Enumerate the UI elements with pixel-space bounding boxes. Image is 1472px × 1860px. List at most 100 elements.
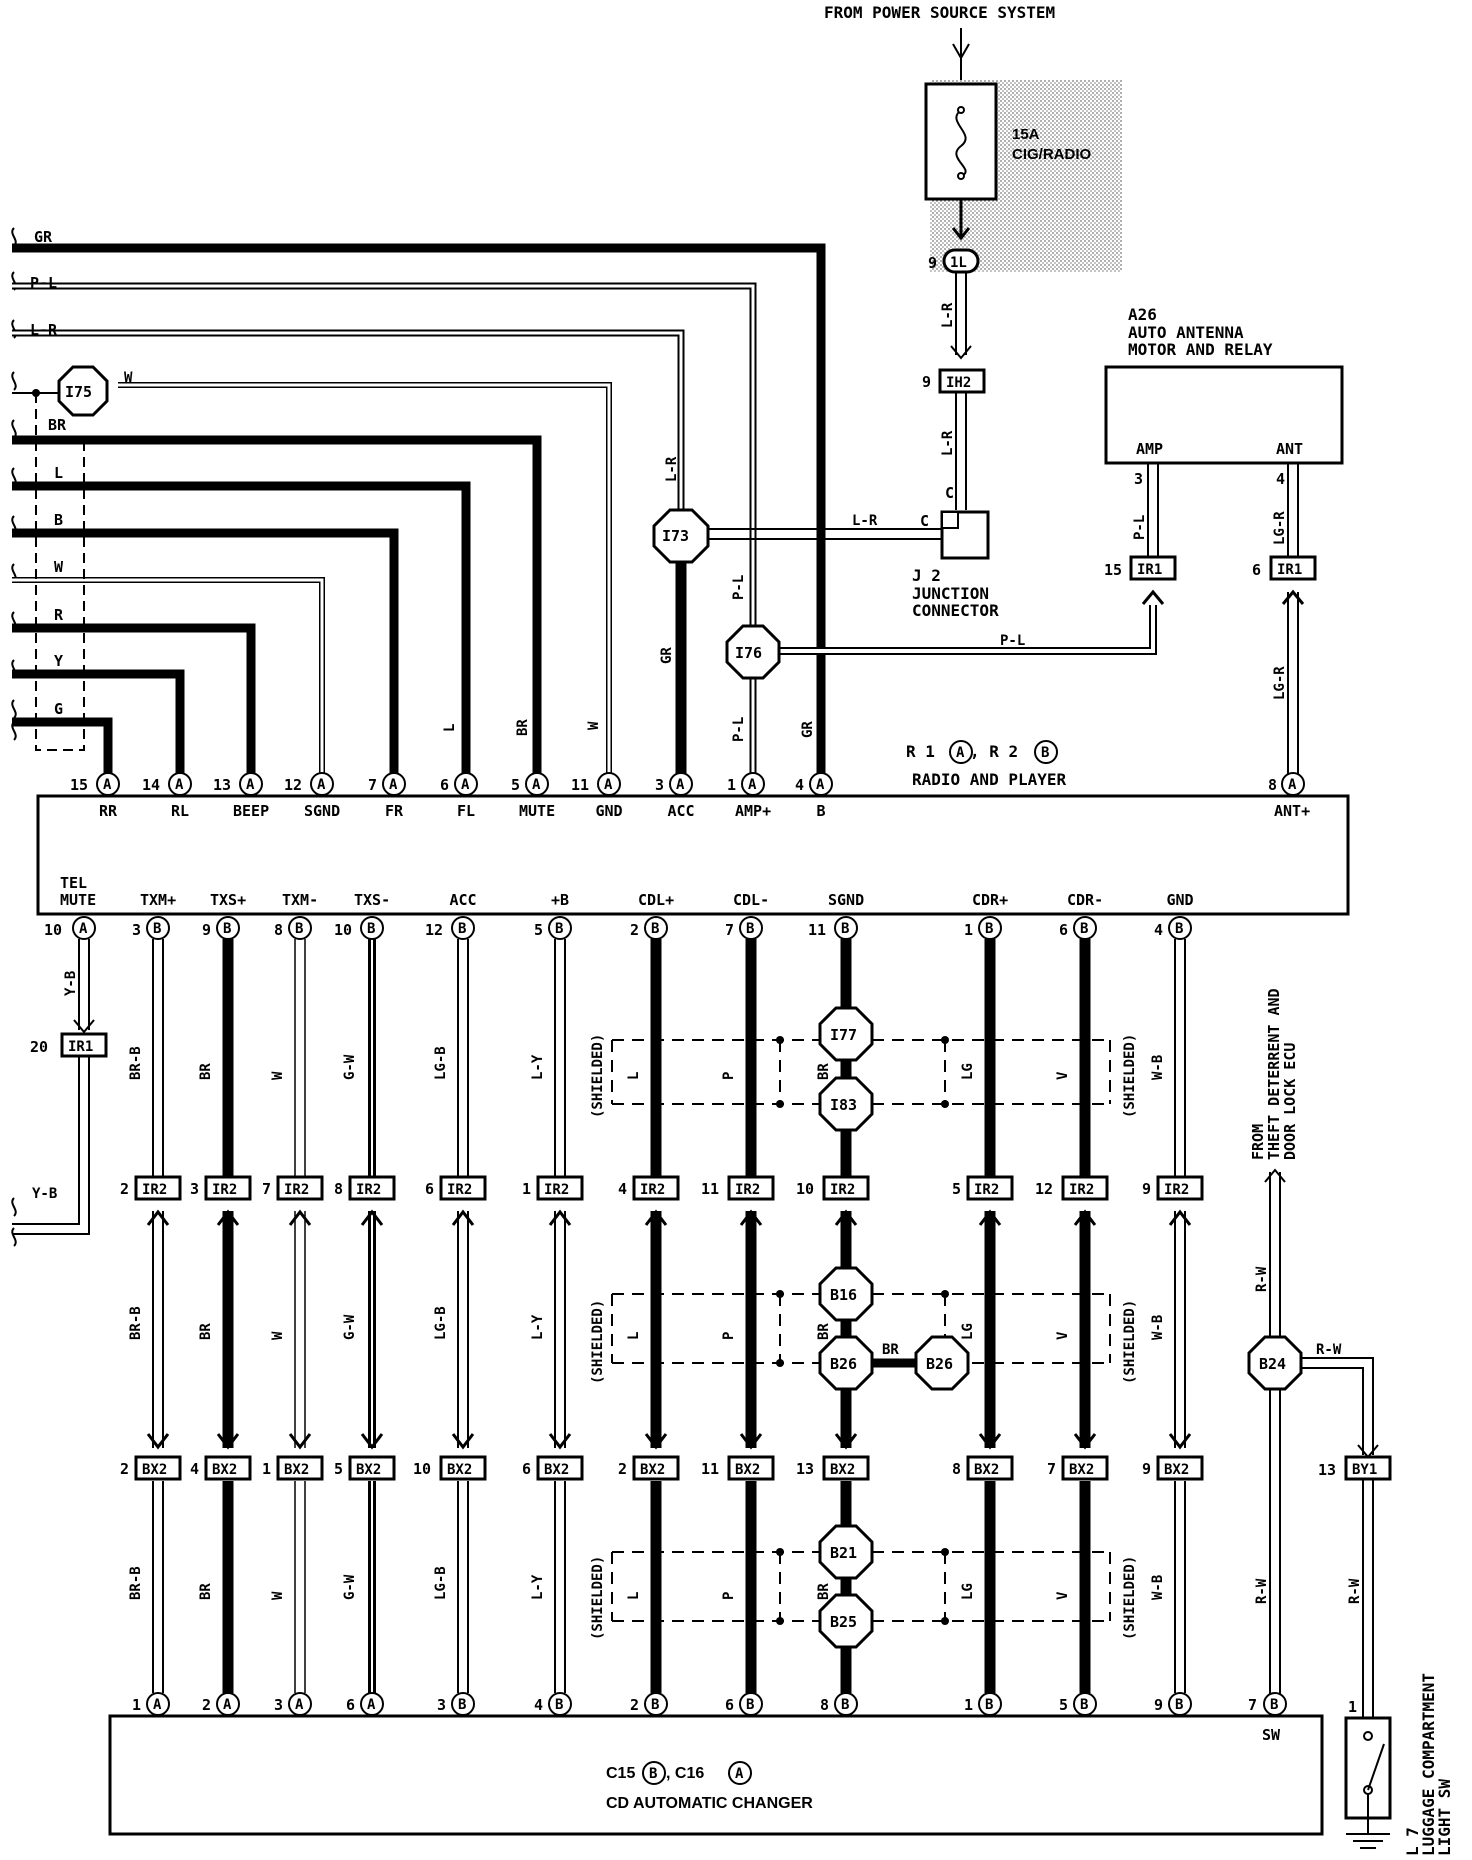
l7-pin: 1 <box>1348 1698 1357 1716</box>
wire-color-label: BR <box>198 1063 214 1080</box>
ir2-pin-number: 1 <box>522 1180 531 1198</box>
arrow-down-bx2 <box>451 1433 475 1450</box>
wire-label-r: R <box>54 606 64 624</box>
radio-pin-badge <box>288 916 312 940</box>
radio-pin-number: 11 <box>808 921 826 939</box>
changer-pin-badge-letter: B <box>1080 1697 1088 1713</box>
fuse-terminal-bottom <box>957 172 965 180</box>
pin-ih2: 9 <box>922 373 931 391</box>
connector-bx2-label: BX2 <box>1069 1462 1094 1478</box>
radio-name: RADIO AND PLAYER <box>912 770 1066 789</box>
wire-r-beep <box>12 623 256 780</box>
connector-ir2-label: IR2 <box>544 1182 569 1198</box>
wire-pl-i76-ir1-inner <box>778 605 1155 653</box>
connector-ir2 <box>822 1175 870 1201</box>
wire-color-label: L-Y <box>530 1314 546 1340</box>
wire-label-lr-left: L-R <box>30 321 58 339</box>
connector-bx2-label: BX2 <box>212 1462 237 1478</box>
tel-mute-badge-label: A <box>79 921 88 937</box>
connector-1l <box>942 248 980 274</box>
radio-pin-badge-letter: B <box>555 921 563 937</box>
changer-sw-label: SW <box>1262 1726 1281 1744</box>
fuse-rating: 15A <box>1012 126 1040 143</box>
top-pin-badge <box>741 772 765 796</box>
radio-pin-badge-letter: B <box>295 921 303 937</box>
power-source-label: FROM POWER SOURCE SYSTEM <box>824 3 1055 22</box>
connector-ir2-label: IR2 <box>830 1182 855 1198</box>
wire-label-rw-4: R-W <box>1347 1578 1363 1604</box>
radio-badge-a-label: A <box>956 745 965 761</box>
wire-color-label: L-Y <box>530 1574 546 1600</box>
ir1-pin-15: 15 <box>1104 561 1122 579</box>
arrow-down-bx2 <box>360 1433 384 1450</box>
wire-g-rr <box>12 717 113 780</box>
wire-label-l-fl: L <box>442 724 458 732</box>
wire-b-fr <box>12 528 399 780</box>
top-pin-number: 14 <box>142 776 160 794</box>
bx2-pin-number: 5 <box>334 1460 343 1478</box>
bx2-pin-number: 6 <box>522 1460 531 1478</box>
top-pin-number: 5 <box>511 776 520 794</box>
top-pin-badge-letter: A <box>676 777 685 793</box>
wire-color-label: LG-B <box>433 1046 449 1080</box>
radio-tel-2: MUTE <box>60 891 96 909</box>
connector-i77-label: I77 <box>830 1026 857 1044</box>
changer-pin-badge-letter: B <box>985 1697 993 1713</box>
top-pin-label: FL <box>457 802 475 820</box>
by1-pin: 13 <box>1318 1461 1336 1479</box>
changer-pin-number: 6 <box>346 1696 355 1714</box>
shielded-label-l2: (SHIELDED) <box>590 1300 606 1384</box>
arrow-down-bx2 <box>216 1433 240 1450</box>
radio-pin-badge <box>548 916 572 940</box>
connector-ir1-amp-label: IR1 <box>1137 562 1162 578</box>
radio-pin-badge <box>978 916 1002 940</box>
ir2-pin-number: 11 <box>701 1180 719 1198</box>
top-pin-label: SGND <box>304 802 340 820</box>
top-pin-label: ACC <box>668 802 695 820</box>
top-pin-label: MUTE <box>519 802 555 820</box>
wire-color-label: G-W <box>342 1054 358 1080</box>
top-pin-badge <box>310 772 334 796</box>
radio-ant-pin: 8 <box>1268 776 1277 794</box>
top-pin-number: 4 <box>795 776 804 794</box>
changer-pin-number: 9 <box>1154 1696 1163 1714</box>
connector-bx2 <box>439 1455 487 1481</box>
wire-label-br-mute: BR <box>515 719 531 736</box>
connector-bx2 <box>822 1455 870 1481</box>
radio-pin-badge-letter: B <box>458 921 466 937</box>
changer-pin-number: 6 <box>725 1696 734 1714</box>
connector-bx2-label: BX2 <box>974 1462 999 1478</box>
radio-pin-badge <box>451 916 475 940</box>
connector-ir2 <box>204 1175 252 1201</box>
connector-bx2 <box>348 1455 396 1481</box>
wire-color-label: BR-B <box>128 1306 144 1340</box>
top-pin-label: RR <box>99 802 118 820</box>
connector-by1 <box>1344 1455 1392 1481</box>
arrow-up-ir2 <box>978 1209 1002 1226</box>
top-pin-label: FR <box>385 802 404 820</box>
wire-color-label: L-Y <box>530 1054 546 1080</box>
connector-ih2 <box>938 368 986 394</box>
wire-label-lr-2: L-R <box>940 430 956 456</box>
connector-ir2-label: IR2 <box>1069 1182 1094 1198</box>
wire-a26-ant <box>1287 463 1299 556</box>
a26-pin4: 4 <box>1276 470 1285 488</box>
changer-pin-badge-letter: A <box>153 1697 162 1713</box>
radio-pin-label: ACC <box>450 891 477 909</box>
changer-pin-badge-letter: B <box>651 1697 659 1713</box>
wire-color-label: G-W <box>342 1574 358 1600</box>
j2-pin-c-left: C <box>920 512 929 530</box>
wire-label-b: B <box>54 511 63 529</box>
radio-pin-number: 6 <box>1059 921 1068 939</box>
changer-pin-badge-letter: A <box>223 1697 232 1713</box>
wire-label-pl-lower: P-L <box>731 717 747 742</box>
top-pin-badge <box>809 772 833 796</box>
connector-i76-label: I76 <box>735 644 762 662</box>
top-pin-number: 13 <box>213 776 231 794</box>
wire-color-label: BR <box>816 1063 832 1080</box>
bx2-pin-number: 7 <box>1047 1460 1056 1478</box>
wire-label-lr-1: L-R <box>940 302 956 328</box>
radio-pin-number: 1 <box>964 921 973 939</box>
radio-pin-label: CDR- <box>1067 891 1103 909</box>
wire-w-sgnd-inner <box>12 578 324 780</box>
